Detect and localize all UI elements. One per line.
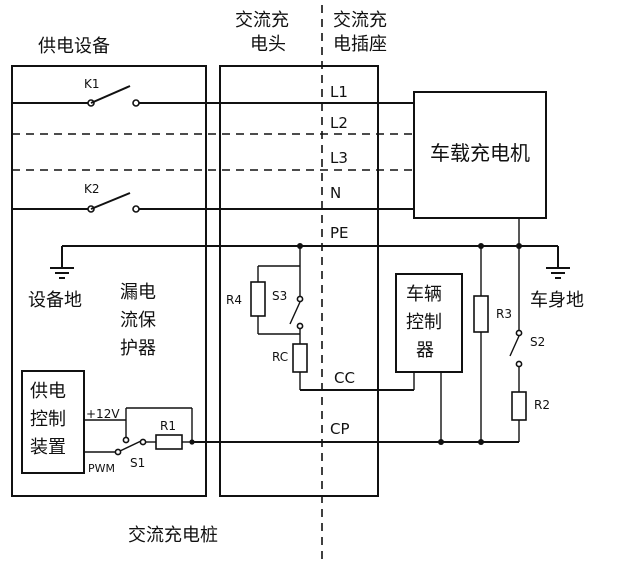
body-ground-label: 车身地	[530, 290, 584, 311]
cc-label: CC	[334, 369, 355, 387]
s2-switch-blade	[509, 335, 520, 357]
s2-label: S2	[530, 335, 545, 349]
supply-control-line1: 供电	[30, 381, 66, 402]
s1-contact-pwm	[114, 448, 122, 456]
charging-pile-label: 交流充电桩	[128, 525, 218, 546]
s2-contact-bottom	[515, 360, 523, 368]
s3-contact-bottom	[296, 322, 304, 330]
s3-label: S3	[272, 289, 287, 303]
leakage-protector-line3: 护器	[120, 338, 156, 359]
r4-label: R4	[226, 293, 242, 307]
vehicle-controller-line1: 车辆	[406, 284, 442, 305]
r1-resistor	[155, 434, 183, 450]
power-supply-equipment-label: 供电设备	[38, 36, 110, 57]
supply-control-line2: 控制	[30, 409, 66, 430]
r1-label: R1	[160, 419, 176, 433]
power-supply-equipment-box	[11, 65, 207, 497]
n-label: N	[330, 184, 341, 202]
s3-contact-top	[296, 295, 304, 303]
pwm-label: PWM	[88, 462, 115, 475]
r3-label: R3	[496, 307, 512, 321]
supply-control-line3: 装置	[30, 437, 66, 458]
s1-contact-12v	[122, 436, 130, 444]
l3-label: L3	[330, 149, 348, 167]
k2-switch-blade	[90, 192, 131, 210]
s1-switch-blade	[119, 440, 142, 452]
l2-label: L2	[330, 114, 348, 132]
equipment-ground-label: 设备地	[28, 290, 82, 311]
k2-label: K2	[84, 182, 100, 196]
cp-label: CP	[330, 420, 350, 438]
r2-label: R2	[534, 398, 550, 412]
rc-label: RC	[272, 350, 288, 364]
k1-label: K1	[84, 77, 100, 91]
leakage-protector-line1: 漏电	[120, 282, 156, 303]
r4-resistor	[250, 281, 266, 317]
ac-plug-box	[219, 65, 379, 497]
k1-contact-right	[132, 99, 140, 107]
k2-contact-right	[132, 205, 140, 213]
ac-plug-label-line2: 电头	[250, 34, 286, 55]
r2-resistor	[511, 391, 527, 421]
k1-switch-blade	[90, 85, 131, 104]
s1-common-contact	[139, 438, 147, 446]
vehicle-controller-box	[395, 273, 463, 373]
ac-plug-label-line1: 交流充	[235, 10, 289, 31]
s1-label: S1	[130, 456, 145, 470]
vehicle-controller-line2: 控制	[406, 312, 442, 333]
supply-control-box	[21, 370, 85, 474]
ac-socket-label-line2: 电插座	[333, 34, 387, 55]
pe-label: PE	[330, 224, 349, 242]
onboard-charger-box	[413, 91, 547, 219]
rc-resistor	[292, 343, 308, 373]
onboard-charger-label: 车载充电机	[430, 141, 530, 165]
leakage-protector-block	[108, 272, 174, 372]
r3-resistor	[473, 295, 489, 333]
leakage-protector-line2: 流保	[120, 310, 156, 331]
l1-label: L1	[330, 83, 348, 101]
vehicle-controller-line3: 器	[416, 340, 434, 361]
ac-socket-label-line1: 交流充	[333, 10, 387, 31]
plus-12v-label: +12V	[86, 407, 120, 421]
s2-contact-top	[515, 329, 523, 337]
s3-switch-blade	[289, 301, 301, 325]
